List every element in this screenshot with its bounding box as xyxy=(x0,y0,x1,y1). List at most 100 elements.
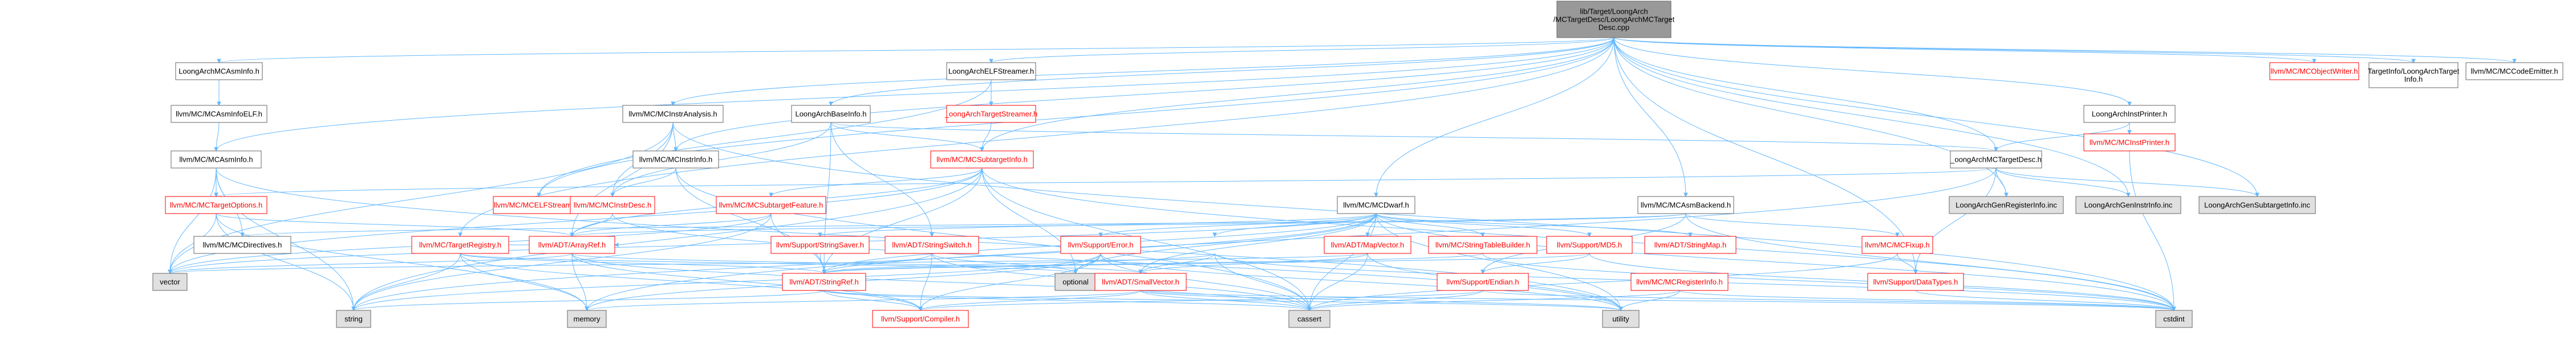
node-box-utility xyxy=(1602,310,1640,328)
node-label-stringref: llvm/ADT/StringRef.h xyxy=(789,278,858,286)
node-label-gensubtargetinfo: LoongArchGenSubtargetInfo.inc xyxy=(2204,201,2310,210)
edge-supportmd5-to-endian xyxy=(1482,253,1590,274)
node-box-geninstrinfo xyxy=(2075,196,2181,214)
node-box-compiler xyxy=(872,310,969,328)
node-mcinstprinter[interactable]: llvm/MC/MCInstPrinter.h xyxy=(2083,133,2176,151)
edge-root-to-geninstrinfo xyxy=(1613,37,2129,197)
node-root[interactable]: lib/Target/LoongArch/MCTargetDesc/LoongA… xyxy=(1553,1,1675,38)
edge-mcinstranalysis-to-cstdint xyxy=(672,122,2175,311)
node-label-mcelfstreamer: llvm/MC/MCELFStreamer.h xyxy=(494,201,584,210)
edge-mcdwarf-to-string xyxy=(353,213,1377,311)
edge-arrowhead-mcasmbackend-to-mcdirectives xyxy=(240,232,245,237)
node-label-mcinstrinfo: llvm/MC/MCInstrInfo.h xyxy=(639,155,713,164)
edge-mcdwarf-to-smallvector xyxy=(1140,213,1377,274)
edge-arrowhead-lamctargetdesc-to-gensubtargetinfo xyxy=(2255,192,2259,198)
node-mctargetregistry[interactable]: llvm/MC/TargetRegistry.h xyxy=(411,236,509,254)
node-mcsubtargetfeature[interactable]: llvm/MC/MCSubtargetFeature.h xyxy=(716,196,826,214)
node-mcregisterinfo[interactable]: llvm/MC/MCRegisterInfo.h xyxy=(1630,273,1729,291)
node-box-endian xyxy=(1437,273,1529,291)
edge-arrowhead-labaseinfo-to-mcsubtargetinfo xyxy=(980,147,984,152)
node-endian[interactable]: llvm/Support/Endian.h xyxy=(1437,273,1529,291)
node-arrayref[interactable]: llvm/ADT/ArrayRef.h xyxy=(529,236,615,254)
node-box-root xyxy=(1556,1,1672,38)
edge-stringtablebuilder-to-cstdint xyxy=(1482,253,2175,311)
node-label-mcregisterinfo: llvm/MC/MCRegisterInfo.h xyxy=(1636,278,1723,286)
node-mcdwarf[interactable]: llvm/MC/MCDwarf.h xyxy=(1337,196,1415,214)
node-box-adtstringmap xyxy=(1644,236,1737,254)
edge-arrowhead-mcdwarf-to-stringtablebuilder xyxy=(1480,232,1485,237)
edge-supportmd5-to-stringref xyxy=(823,253,1590,274)
edge-arrowhead-labaseinfo-to-stringswitch xyxy=(930,232,934,237)
node-mcobjectwriter[interactable]: llvm/MC/MCObjectWriter.h xyxy=(2269,62,2359,80)
node-box-string xyxy=(336,310,371,328)
node-supportmd5[interactable]: llvm/Support/MD5.h xyxy=(1546,236,1633,254)
node-mcfixup[interactable]: llvm/MC/MCFixup.h xyxy=(1861,236,1933,254)
node-stringsaver[interactable]: llvm/Support/StringSaver.h xyxy=(770,236,870,254)
node-mctargetoptions[interactable]: llvm/MC/MCTargetOptions.h xyxy=(165,196,267,214)
edge-stringswitch-to-stringref xyxy=(823,253,932,274)
node-box-lamcasminfo xyxy=(175,62,263,80)
edge-root-to-genregisterinfo xyxy=(1613,37,2007,197)
edge-arrowhead-root-to-mcobjectwriter xyxy=(2312,59,2317,64)
node-label-supporterror: llvm/Support/Error.h xyxy=(1068,241,1134,249)
node-lamcasminfo[interactable]: LoongArchMCAsmInfo.h xyxy=(175,62,263,80)
edge-supporterror-to-optional xyxy=(1075,253,1101,274)
node-lainstprinter[interactable]: LoongArchInstPrinter.h xyxy=(2083,105,2176,123)
node-box-latargetstreamer xyxy=(946,105,1036,123)
node-label-endian: llvm/Support/Endian.h xyxy=(1446,278,1519,286)
node-label-genregisterinfo: LoongArchGenRegisterInfo.inc xyxy=(1956,201,2057,210)
node-label-labaseinfo: LoongArchBaseInfo.h xyxy=(795,110,866,118)
node-mcinstranalysis[interactable]: llvm/MC/MCInstrAnalysis.h xyxy=(622,105,724,123)
node-label-geninstrinfo: LoongArchGenInstrInfo.inc xyxy=(2084,201,2173,210)
edge-mcdwarf-to-supportmd5 xyxy=(1376,213,1590,237)
edge-arrowhead-mctargetregistry-to-arrayref xyxy=(614,243,619,247)
node-lelfstreamer[interactable]: LoongArchELFStreamer.h xyxy=(946,62,1036,80)
node-cstdint: cstdint xyxy=(2155,310,2193,328)
node-mcdirectives[interactable]: llvm/MC/MCDirectives.h xyxy=(193,236,291,254)
node-stringswitch[interactable]: llvm/ADT/StringSwitch.h xyxy=(885,236,979,254)
node-labaseinfo[interactable]: LoongArchBaseInfo.h xyxy=(791,105,871,123)
node-box-mcinstrdesc xyxy=(570,196,655,214)
node-box-mcobjectwriter xyxy=(2269,62,2359,80)
node-mapvector[interactable]: llvm/ADT/MapVector.h xyxy=(1324,236,1411,254)
edge-mcregisterinfo-to-cassert xyxy=(1309,290,1680,311)
edge-root-to-lainstprinter xyxy=(1613,37,2130,106)
edge-mcdwarf-to-cassert xyxy=(1309,213,1377,311)
node-mcinstrdesc[interactable]: llvm/MC/MCInstrDesc.h xyxy=(570,196,655,214)
edge-mcinstrinfo-to-mcinstrdesc xyxy=(612,167,676,197)
node-label-utility: utility xyxy=(1612,315,1629,323)
node-supporterror[interactable]: llvm/Support/Error.h xyxy=(1060,236,1141,254)
edge-arrowhead-mcdwarf-to-mapvector xyxy=(1365,232,1370,237)
graph-nodes: lib/Target/LoongArch/MCTargetDesc/LoongA… xyxy=(152,1,2563,328)
edge-arrowhead-lamcasminfo-to-mcasminfoelf xyxy=(217,101,221,106)
edge-root-to-mcinstranalysis xyxy=(672,37,1614,106)
edge-arrowhead-lainstprinter-to-mcinstprinter xyxy=(2127,130,2132,135)
node-mcasminfoelf[interactable]: llvm/MC/MCAsmInfoELF.h xyxy=(171,105,267,123)
edge-labaseinfo-to-mcinstrdesc xyxy=(612,122,831,197)
edge-root-to-mcinstrinfo xyxy=(675,37,1614,151)
node-mcasmbackend[interactable]: llvm/MC/MCAsmBackend.h xyxy=(1637,196,1734,214)
node-mccodeemitter[interactable]: llvm/MC/MCCodeEmitter.h xyxy=(2465,62,2563,80)
edge-mcsubtargetinfo-to-mcsubtargetfeature xyxy=(770,167,983,197)
node-label-root: Desc.cpp xyxy=(1599,23,1629,32)
edge-mcsubtargetinfo-to-cassert xyxy=(981,167,1310,311)
node-stringref[interactable]: llvm/ADT/StringRef.h xyxy=(782,273,866,291)
node-adtstringmap[interactable]: llvm/ADT/StringMap.h xyxy=(1644,236,1737,254)
edge-arrowhead-root-to-mctargetregistry xyxy=(458,232,463,237)
node-datatypes[interactable]: llvm/Support/DataTypes.h xyxy=(1867,273,1964,291)
edge-lamctargetdesc-to-gensubtargetinfo xyxy=(1995,167,2258,197)
edge-arrowhead-mcsubtargetinfo-to-mcsubtargetfeature xyxy=(769,192,773,198)
node-smallvector[interactable]: llvm/ADT/SmallVector.h xyxy=(1094,273,1187,291)
node-mcelfstreamer[interactable]: llvm/MC/MCELFStreamer.h xyxy=(493,196,585,214)
node-mcasminfo[interactable]: llvm/MC/MCAsmInfo.h xyxy=(171,150,262,169)
node-stringtablebuilder[interactable]: llvm/MC/StringTableBuilder.h xyxy=(1428,236,1538,254)
node-mcsubtargetinfo[interactable]: llvm/MC/MCSubtargetInfo.h xyxy=(930,150,1034,169)
node-box-memory xyxy=(567,310,607,328)
node-lamctargetdesc[interactable]: _oongArchMCTargetDesc.h xyxy=(1950,150,2042,169)
node-mcinstrinfo[interactable]: llvm/MC/MCInstrInfo.h xyxy=(632,150,719,169)
node-box-targetinfo xyxy=(2368,62,2459,88)
node-box-vector xyxy=(152,273,188,291)
node-compiler[interactable]: llvm/Support/Compiler.h xyxy=(872,310,969,328)
node-latargetstreamer[interactable]: _oongArchTargetStreamer.h xyxy=(944,105,1038,123)
